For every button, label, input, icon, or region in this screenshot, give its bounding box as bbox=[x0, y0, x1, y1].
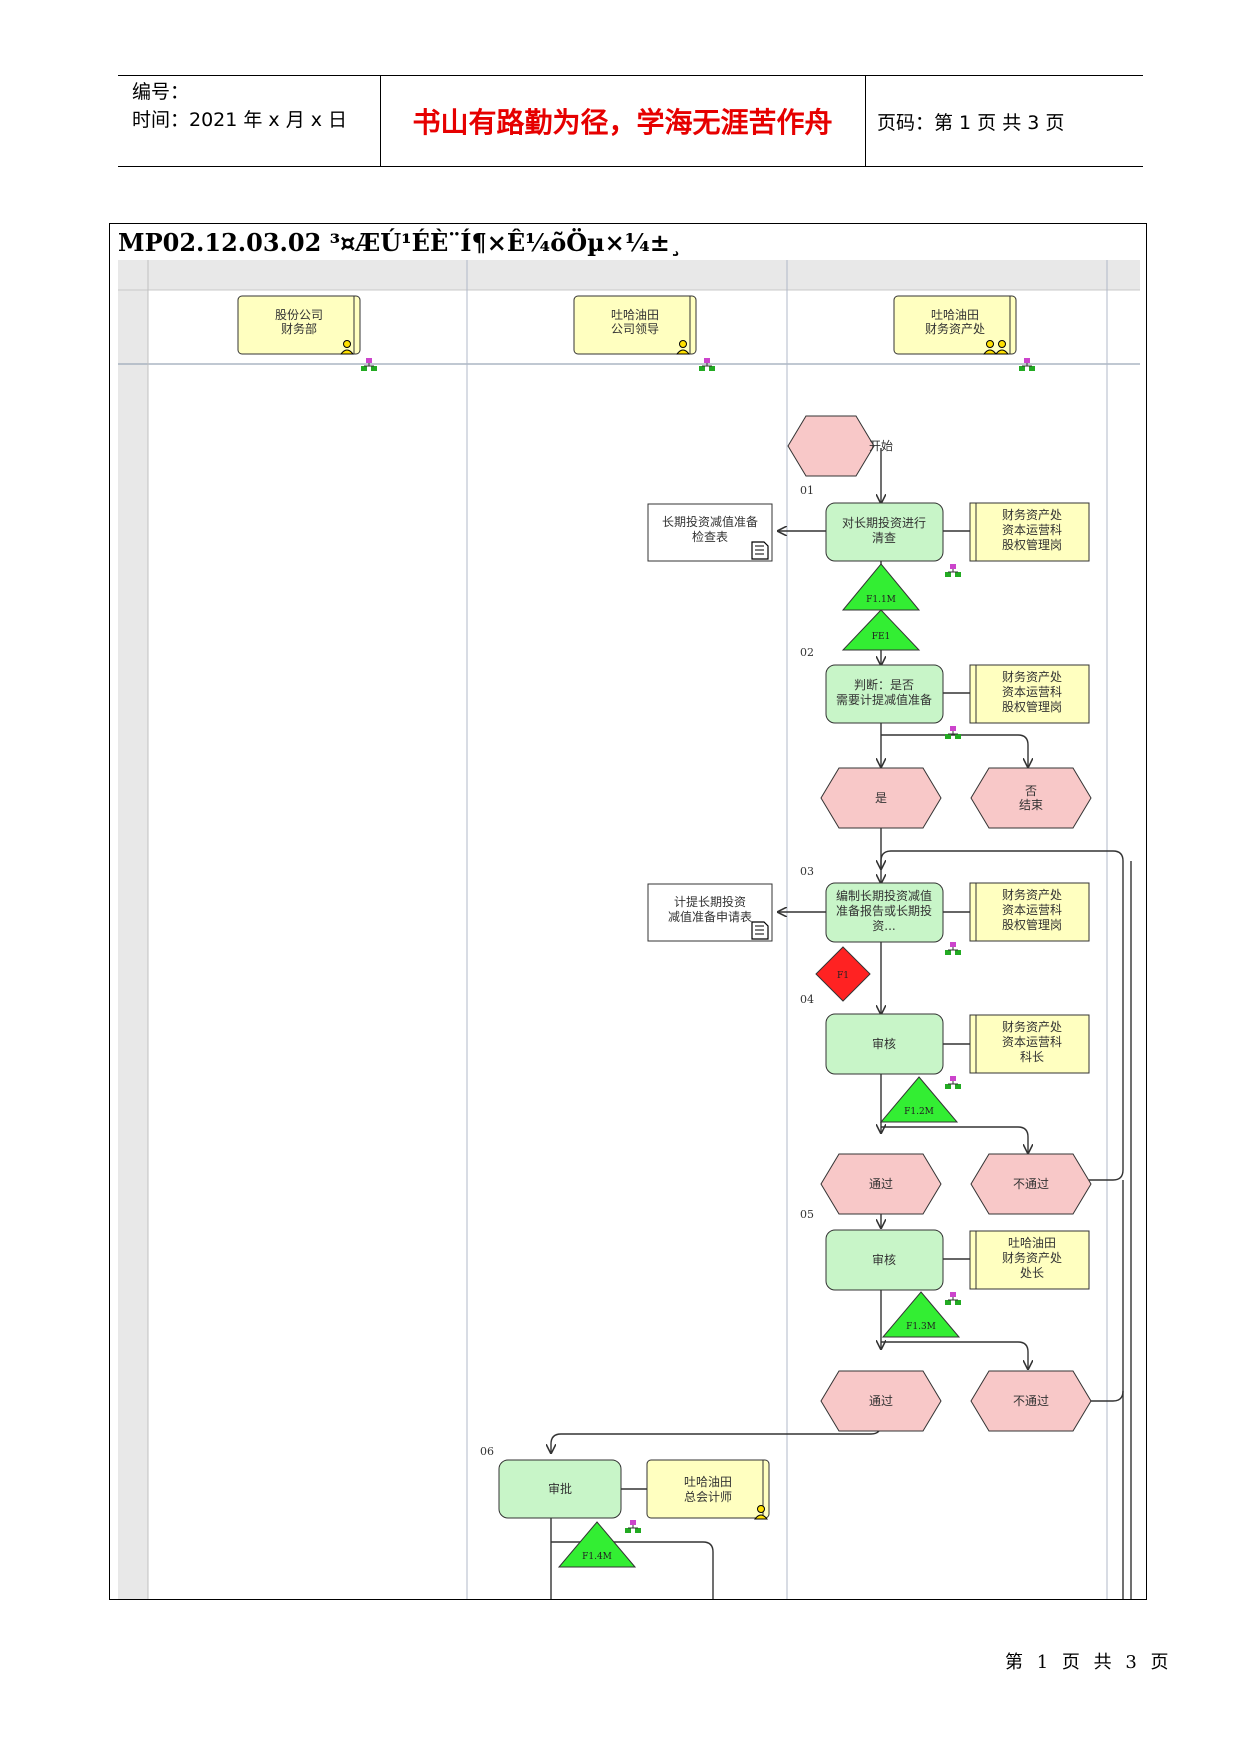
svg-text:06: 06 bbox=[480, 1445, 494, 1458]
document-application-form: 计提长期投资减值准备申请表 bbox=[647, 883, 773, 942]
role-step-02: 财务资产处资本运营科股权管理岗 bbox=[969, 664, 1090, 724]
lane-header-finance-office: 吐哈油田财务资产处 bbox=[893, 295, 1036, 372]
process-diagram-frame: 股份公司财务部 吐哈油田公司领导 吐哈油田财务资产处 开始 是 bbox=[109, 223, 1147, 1600]
role-step-03: 财务资产处资本运营科股权管理岗 bbox=[969, 882, 1090, 942]
svg-text:F1.4M: F1.4M bbox=[582, 1552, 612, 1562]
event-pass-1: 通过 bbox=[820, 1153, 942, 1215]
svg-text:财务资产处资本运营科股权管理岗: 财务资产处资本运营科股权管理岗 bbox=[1002, 507, 1062, 552]
svg-text:不通过: 不通过 bbox=[1013, 1177, 1049, 1191]
header-divider-2 bbox=[865, 75, 866, 167]
svg-text:编制长期投资减值准备报告或长期投资...: 编制长期投资减值准备报告或长期投资... bbox=[836, 888, 932, 933]
svg-text:通过: 通过 bbox=[869, 1177, 893, 1191]
step-numbers: 01 02 03 04 05 06 bbox=[480, 484, 814, 1458]
svg-text:不通过: 不通过 bbox=[1013, 1394, 1049, 1408]
page-label: 页码：第 1 页 共 3 页 bbox=[877, 112, 1065, 134]
svg-text:计提长期投资减值准备申请表: 计提长期投资减值准备申请表 bbox=[668, 894, 752, 924]
svg-text:审核: 审核 bbox=[872, 1252, 896, 1267]
event-fail-2: 不通过 bbox=[970, 1370, 1092, 1432]
function-step-06: 审批 bbox=[498, 1459, 622, 1519]
risk-f1-2m: F1.2M bbox=[879, 1076, 959, 1123]
role-step-01: 财务资产处资本运营科股权管理岗 bbox=[969, 502, 1090, 562]
lane-header-finance-dept: 股份公司财务部 bbox=[237, 295, 378, 372]
svg-text:开始: 开始 bbox=[869, 439, 893, 453]
lane-1-label: 股份公司财务部 bbox=[275, 308, 323, 336]
header-bottom-rule bbox=[118, 166, 1143, 167]
svg-text:否结束: 否结束 bbox=[1019, 784, 1043, 812]
role-step-05: 吐哈油田财务资产处处长 bbox=[969, 1230, 1090, 1290]
lane-2-label: 吐哈油田公司领导 bbox=[611, 308, 659, 336]
svg-text:05: 05 bbox=[800, 1208, 814, 1221]
svg-text:对长期投资进行清查: 对长期投资进行清查 bbox=[842, 515, 926, 545]
event-start: 开始 bbox=[787, 415, 893, 477]
svg-text:F1.1M: F1.1M bbox=[866, 595, 896, 605]
function-step-04: 审核 bbox=[825, 1013, 944, 1075]
risk-fe1: FE1 bbox=[841, 609, 921, 651]
svg-text:吐哈油田总会计师: 吐哈油田总会计师 bbox=[684, 1475, 732, 1504]
function-step-02: 判断：是否需要计提减值准备 bbox=[825, 664, 944, 724]
svg-text:吐哈油田财务资产处处长: 吐哈油田财务资产处处长 bbox=[1002, 1236, 1062, 1280]
svg-text:F1.3M: F1.3M bbox=[906, 1322, 936, 1332]
time-label: 时间：2021 年 x 月 x 日 bbox=[132, 109, 348, 131]
motto: 书山有路勤为径，学海无涯苦作舟 bbox=[412, 106, 833, 139]
svg-text:财务资产处资本运营科股权管理岗: 财务资产处资本运营科股权管理岗 bbox=[1002, 669, 1062, 714]
risk-f1-4m: F1.4M bbox=[557, 1521, 637, 1568]
svg-text:02: 02 bbox=[800, 646, 814, 659]
svg-text:长期投资减值准备检查表: 长期投资减值准备检查表 bbox=[662, 514, 758, 544]
svg-text:04: 04 bbox=[800, 993, 814, 1006]
svg-text:审批: 审批 bbox=[548, 1481, 572, 1496]
swimlane-grid bbox=[110, 260, 1146, 1599]
svg-text:审核: 审核 bbox=[872, 1036, 896, 1051]
event-yes: 是 bbox=[820, 767, 942, 829]
role-step-04: 财务资产处资本运营科科长 bbox=[969, 1014, 1090, 1074]
svg-text:通过: 通过 bbox=[869, 1394, 893, 1408]
header-divider-1 bbox=[380, 75, 381, 167]
process-diagram: 股份公司财务部 吐哈油田公司领导 吐哈油田财务资产处 开始 是 bbox=[110, 260, 1146, 1599]
page-footer: 第 1 页 共 3 页 bbox=[1005, 1652, 1173, 1673]
function-step-05: 审核 bbox=[825, 1229, 944, 1291]
lane-3-label: 吐哈油田财务资产处 bbox=[925, 308, 985, 336]
function-step-01: 对长期投资进行清查 bbox=[825, 502, 944, 562]
role-step-06: 吐哈油田总会计师 bbox=[646, 1459, 770, 1520]
header-top-rule bbox=[118, 75, 1143, 76]
svg-text:01: 01 bbox=[800, 484, 814, 497]
connectors bbox=[551, 448, 1132, 1599]
svg-text:判断：是否需要计提减值准备: 判断：是否需要计提减值准备 bbox=[836, 677, 932, 707]
event-no-end: 否结束 bbox=[970, 767, 1092, 829]
diagram-title: MP02.12.03.02 ³¤ÆÚ¹ÉÈ¨Í¶×Ê¼õÖµ×¼±¸ bbox=[118, 228, 682, 257]
number-label: 编号： bbox=[132, 81, 190, 103]
risk-f1-3m: F1.3M bbox=[881, 1291, 961, 1338]
svg-text:财务资产处资本运营科股权管理岗: 财务资产处资本运营科股权管理岗 bbox=[1002, 887, 1062, 932]
svg-text:财务资产处资本运营科科长: 财务资产处资本运营科科长 bbox=[1002, 1019, 1062, 1064]
header-left: 编号： 时间：2021 年 x 月 x 日 bbox=[132, 78, 347, 134]
document-check-list: 长期投资减值准备检查表 bbox=[647, 503, 773, 562]
lane-header-company-leader: 吐哈油田公司领导 bbox=[573, 295, 716, 372]
svg-text:FE1: FE1 bbox=[872, 632, 891, 642]
event-pass-2: 通过 bbox=[820, 1370, 942, 1432]
svg-text:F1: F1 bbox=[837, 971, 849, 981]
risk-f1-diamond: F1 bbox=[815, 946, 871, 1002]
svg-text:03: 03 bbox=[800, 865, 814, 878]
svg-text:是: 是 bbox=[875, 791, 887, 805]
event-fail-1: 不通过 bbox=[970, 1153, 1092, 1215]
svg-text:F1.2M: F1.2M bbox=[904, 1107, 934, 1117]
function-step-03: 编制长期投资减值准备报告或长期投资... bbox=[825, 882, 944, 943]
